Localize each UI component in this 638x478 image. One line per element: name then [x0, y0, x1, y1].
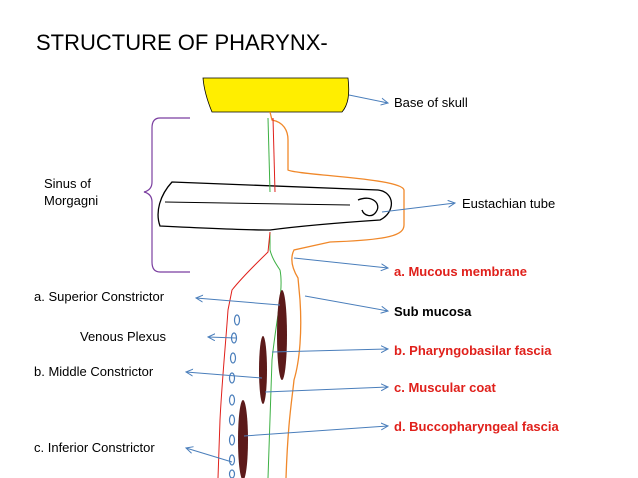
base-of-skull-shape: [202, 77, 350, 113]
arrow-base-of-skull: [348, 94, 388, 103]
eustachian-tube-curl: [357, 197, 379, 217]
label-pharyngobasilar-fascia: b. Pharyngobasilar fascia: [394, 343, 552, 358]
arrow-sub-mucosa: [304, 295, 388, 311]
mucosa-line-top: [267, 117, 271, 193]
arrow-pharyngobasilar: [271, 349, 388, 352]
label-sinus-line2: Morgagni: [44, 193, 99, 208]
arrow-middle-constrictor: [186, 372, 263, 379]
middle-constrictor-muscle: [259, 336, 267, 404]
superior-constrictor-muscle: [277, 290, 287, 380]
arrow-buccopharyngeal: [243, 426, 388, 437]
label-muscular-coat: c. Muscular coat: [394, 380, 496, 395]
arrow-mucous-membrane: [293, 257, 388, 268]
fascia-line-lower: [217, 231, 271, 478]
label-superior-constrictor: a. Superior Constrictor: [34, 289, 165, 304]
eustachian-tube-inner-line: [164, 201, 351, 206]
arrow-superior-constrictor: [196, 298, 281, 306]
label-mucous-membrane: a. Mucous membrane: [394, 264, 527, 279]
arrow-inferior-constrictor: [186, 448, 233, 463]
venous-plexus: [228, 314, 241, 478]
label-sinus-line1: Sinus of: [44, 176, 91, 191]
label-sub-mucosa: Sub mucosa: [394, 304, 472, 319]
label-eustachian-tube: Eustachian tube: [462, 196, 556, 211]
arrow-muscular-coat: [264, 387, 388, 393]
sinus-bracket: [143, 117, 190, 273]
label-base-of-skull: Base of skull: [394, 95, 468, 110]
inferior-constrictor-muscle: [238, 400, 248, 478]
label-venous-plexus: Venous Plexus: [80, 329, 167, 344]
buccopharyngeal-fascia-line: [269, 111, 405, 478]
arrow-eustachian-tube: [381, 203, 455, 213]
label-inferior-constrictor: c. Inferior Constrictor: [34, 440, 155, 455]
page-title: STRUCTURE OF PHARYNX-: [36, 30, 328, 55]
fascia-line-top: [272, 117, 276, 193]
label-middle-constrictor: b. Middle Constrictor: [34, 364, 154, 379]
label-buccopharyngeal-fascia: d. Buccopharyngeal fascia: [394, 419, 559, 434]
mucosa-line-lower: [267, 232, 282, 478]
arrow-venous-plexus: [208, 337, 237, 338]
